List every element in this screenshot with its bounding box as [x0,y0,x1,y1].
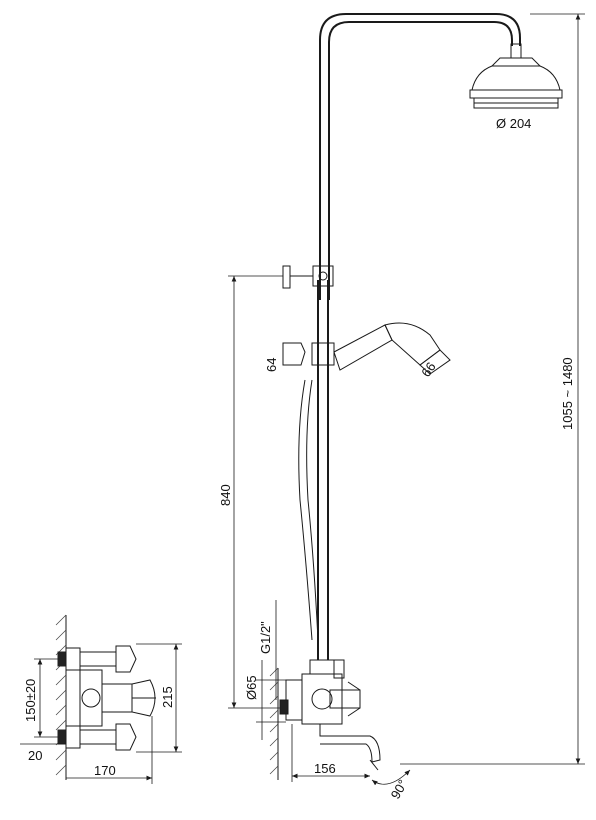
dimension-height-range [400,13,585,765]
centres-label: 150±20 [23,679,38,722]
wall-hatching-main [269,667,279,780]
height-range-label: 1055 ~ 1480 [560,357,575,430]
dimension-flange [256,660,286,740]
mixer-height-label: 215 [160,686,175,708]
hand-shower [282,322,451,641]
thread-label: G1/2" [258,621,273,654]
dimension-spout-rotation [371,769,411,786]
dimension-bar-height [228,275,283,709]
head-diameter-label: Ø 204 [496,116,531,131]
wall-offset-label: 20 [28,748,42,763]
slide-bar [282,265,335,660]
dimension-spout-length [291,724,370,782]
holder-size-label: 64 [264,358,279,372]
dimension-mixer-depth [66,716,153,784]
spout-length-label: 156 [314,761,336,776]
bar-height-label: 840 [218,484,233,506]
bath-mixer [279,659,381,771]
dimension-mixer-height [136,643,182,753]
mixer-side-view [55,614,156,780]
rain-shower-head [469,43,563,109]
flange-diameter-label: Ø65 [244,675,259,700]
mixer-depth-label: 170 [94,763,116,778]
dimension-centres [34,658,58,738]
hand-shower-diameter-label: 66 [418,359,439,379]
spout-rotation-label: 90° [388,777,411,802]
shower-riser [319,13,521,300]
